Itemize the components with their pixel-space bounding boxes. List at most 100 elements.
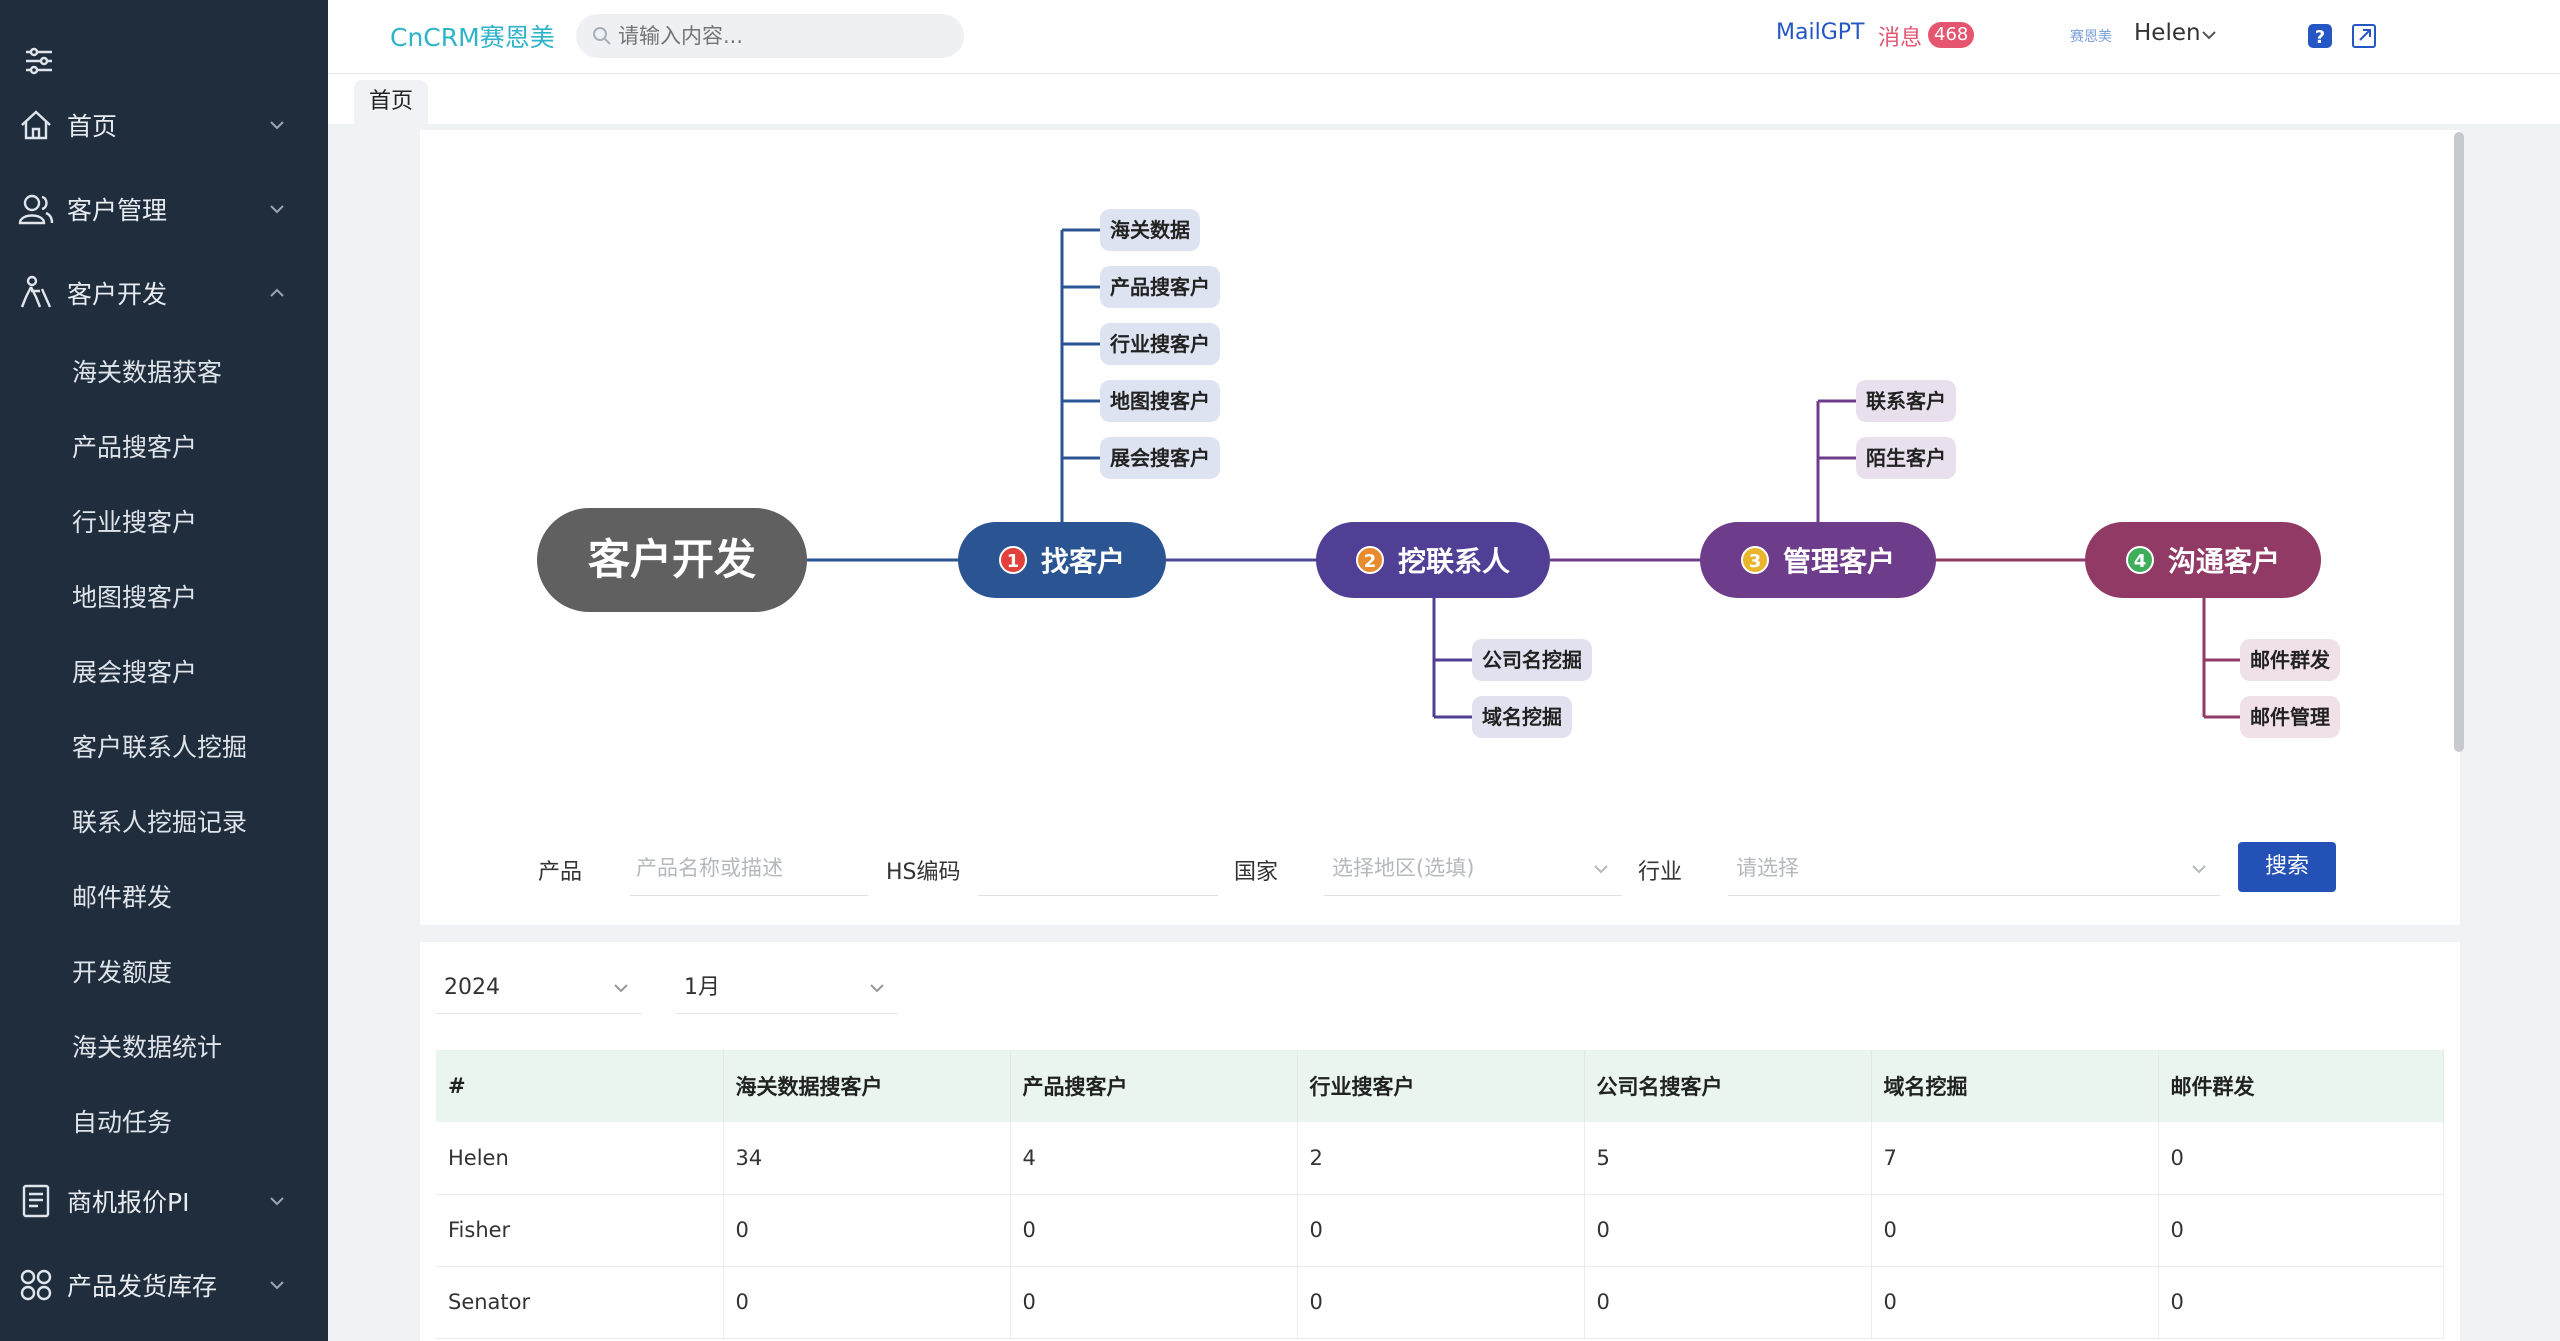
table-cell: Fisher — [436, 1194, 724, 1267]
mindmap-child-node[interactable]: 邮件群发 — [2240, 639, 2340, 681]
grid-icon — [20, 1269, 52, 1301]
chevron-down-icon — [2192, 865, 2206, 874]
menu-toggle-icon[interactable] — [22, 44, 56, 78]
industry-label: 行业 — [1638, 860, 1683, 885]
sidebar-subitem[interactable]: 自动任务 — [0, 1086, 328, 1156]
chevron-down-icon — [270, 205, 284, 214]
mindmap-child-node[interactable]: 陌生客户 — [1856, 437, 1956, 479]
external-link-icon[interactable] — [2350, 22, 2378, 50]
scrollbar[interactable] — [2454, 132, 2464, 752]
top-header: CnCRM赛恩美 — [328, 0, 2560, 74]
table-header-cell: 海关数据搜客户 — [723, 1050, 1011, 1122]
table-cell: 0 — [1297, 1194, 1585, 1267]
global-search[interactable] — [576, 14, 964, 58]
chevron-down-icon[interactable] — [2200, 26, 2218, 44]
sidebar-subitem-label: 自动任务 — [72, 1108, 173, 1137]
sidebar-subitem-label: 海关数据获客 — [72, 358, 223, 387]
users-icon — [18, 194, 54, 225]
mindmap-step-find-customers[interactable]: 1 找客户 — [958, 522, 1166, 598]
table-cell: 0 — [1297, 1266, 1585, 1339]
tab-home[interactable]: 首页 — [354, 80, 428, 124]
country-select[interactable]: 选择地区(选填) — [1324, 840, 1622, 896]
message-count-badge: 468 — [1928, 22, 1975, 48]
sidebar: 首页 客户管理 客户开发 海关数据获客 产品搜客户 行业搜客户 地图搜客户 展会… — [0, 0, 328, 1341]
mindmap-child-node[interactable]: 产品搜客户 — [1100, 266, 1220, 308]
table-cell: 2 — [1297, 1122, 1585, 1195]
mindmap-step-manage-customers[interactable]: 3 管理客户 — [1700, 522, 1936, 598]
search-icon — [593, 27, 611, 45]
mindmap-child-node[interactable]: 域名挖掘 — [1472, 696, 1572, 738]
mindmap-step-communicate[interactable]: 4 沟通客户 — [2085, 522, 2321, 598]
sidebar-item-home[interactable]: 首页 — [0, 90, 328, 160]
mindmap-child-node[interactable]: 展会搜客户 — [1100, 437, 1220, 479]
sidebar-subitem[interactable]: 邮件群发 — [0, 861, 328, 931]
svg-text:?: ? — [2315, 27, 2325, 48]
table-cell: 0 — [2158, 1122, 2444, 1195]
chevron-up-icon — [270, 288, 284, 297]
country-label: 国家 — [1234, 860, 1279, 885]
sidebar-subitem[interactable]: 联系人挖掘记录 — [0, 786, 328, 856]
home-icon — [21, 110, 51, 140]
industry-select-value: 请选择 — [1736, 856, 1799, 880]
industry-select[interactable]: 请选择 — [1728, 840, 2220, 896]
sidebar-item-quotation-pi[interactable]: 商机报价PI — [0, 1166, 328, 1236]
chevron-down-icon — [1594, 865, 1608, 874]
search-button[interactable]: 搜索 — [2238, 842, 2336, 892]
table-cell: 0 — [2158, 1266, 2444, 1339]
mindmap-child-node[interactable]: 联系客户 — [1856, 380, 1956, 422]
sidebar-item-label: 客户开发 — [67, 280, 168, 309]
sidebar-subitem[interactable]: 开发额度 — [0, 936, 328, 1006]
sidebar-item-customer-management[interactable]: 客户管理 — [0, 174, 328, 244]
table-row: Helen 34 4 2 5 7 0 — [436, 1122, 2444, 1195]
messages-link[interactable]: 消息 — [1878, 26, 1923, 51]
table-cell: Helen — [436, 1122, 724, 1195]
chevron-down-icon — [270, 1281, 284, 1290]
year-select[interactable]: 2024 — [436, 962, 642, 1014]
product-input[interactable]: 产品名称或描述 — [630, 840, 868, 896]
sidebar-subitem[interactable]: 地图搜客户 — [0, 561, 328, 631]
mindmap-child-node[interactable]: 地图搜客户 — [1100, 380, 1220, 422]
search-input[interactable] — [618, 20, 948, 52]
mindmap-child-node[interactable]: 公司名挖掘 — [1472, 639, 1592, 681]
table-cell: 0 — [2158, 1194, 2444, 1267]
logo-mini-text: 赛恩美 — [2070, 29, 2112, 45]
sidebar-subitem[interactable]: 客户联系人挖掘 — [0, 711, 328, 781]
table-cell: 7 — [1871, 1122, 2159, 1195]
sidebar-subitem[interactable]: 海关数据统计 — [0, 1011, 328, 1081]
sidebar-item-label: 商机报价PI — [67, 1188, 190, 1217]
step-number: 1 — [998, 546, 1027, 574]
sidebar-subitem[interactable]: 行业搜客户 — [0, 486, 328, 556]
chevron-down-icon — [614, 984, 628, 993]
sidebar-subitem-label: 邮件群发 — [72, 883, 173, 912]
mailgpt-link[interactable]: MailGPT — [1776, 20, 1865, 45]
table-header-cell: 产品搜客户 — [1010, 1050, 1298, 1122]
month-select[interactable]: 1月 — [676, 962, 898, 1014]
table-header-cell: 行业搜客户 — [1297, 1050, 1585, 1122]
chevron-down-icon — [270, 1197, 284, 1206]
sidebar-item-label: 产品发货库存 — [67, 1272, 218, 1301]
sidebar-subitem[interactable]: 展会搜客户 — [0, 636, 328, 706]
table-cell: 0 — [1584, 1266, 1872, 1339]
table-cell: 0 — [1010, 1194, 1298, 1267]
help-icon[interactable]: ? — [2306, 22, 2334, 50]
user-menu[interactable]: Helen — [2134, 20, 2201, 46]
hs-code-input[interactable] — [978, 840, 1218, 896]
sidebar-subitem[interactable]: 海关数据获客 — [0, 336, 328, 406]
brand-logo[interactable]: CnCRM赛恩美 — [390, 23, 555, 52]
mindmap-child-node[interactable]: 行业搜客户 — [1100, 323, 1220, 365]
chevron-down-icon — [270, 121, 284, 130]
step-number: 4 — [2125, 546, 2154, 574]
table-header-cell: 域名挖掘 — [1871, 1050, 2159, 1122]
sidebar-item-label: 客户管理 — [67, 196, 168, 225]
sidebar-subitem[interactable]: 产品搜客户 — [0, 411, 328, 481]
sidebar-item-product-inventory[interactable]: 产品发货库存 — [0, 1250, 328, 1320]
mindmap-root-node: 客户开发 — [537, 508, 807, 612]
sidebar-subitem-label: 地图搜客户 — [72, 583, 198, 612]
tab-bar: 首页 — [328, 74, 2560, 124]
mindmap-child-node[interactable]: 海关数据 — [1100, 209, 1200, 251]
mindmap-step-dig-contacts[interactable]: 2 挖联系人 — [1316, 522, 1550, 598]
sidebar-item-customer-development[interactable]: 客户开发 — [0, 258, 328, 328]
product-label: 产品 — [538, 860, 583, 885]
sidebar-subitem-label: 开发额度 — [72, 958, 173, 987]
mindmap-child-node[interactable]: 邮件管理 — [2240, 696, 2340, 738]
